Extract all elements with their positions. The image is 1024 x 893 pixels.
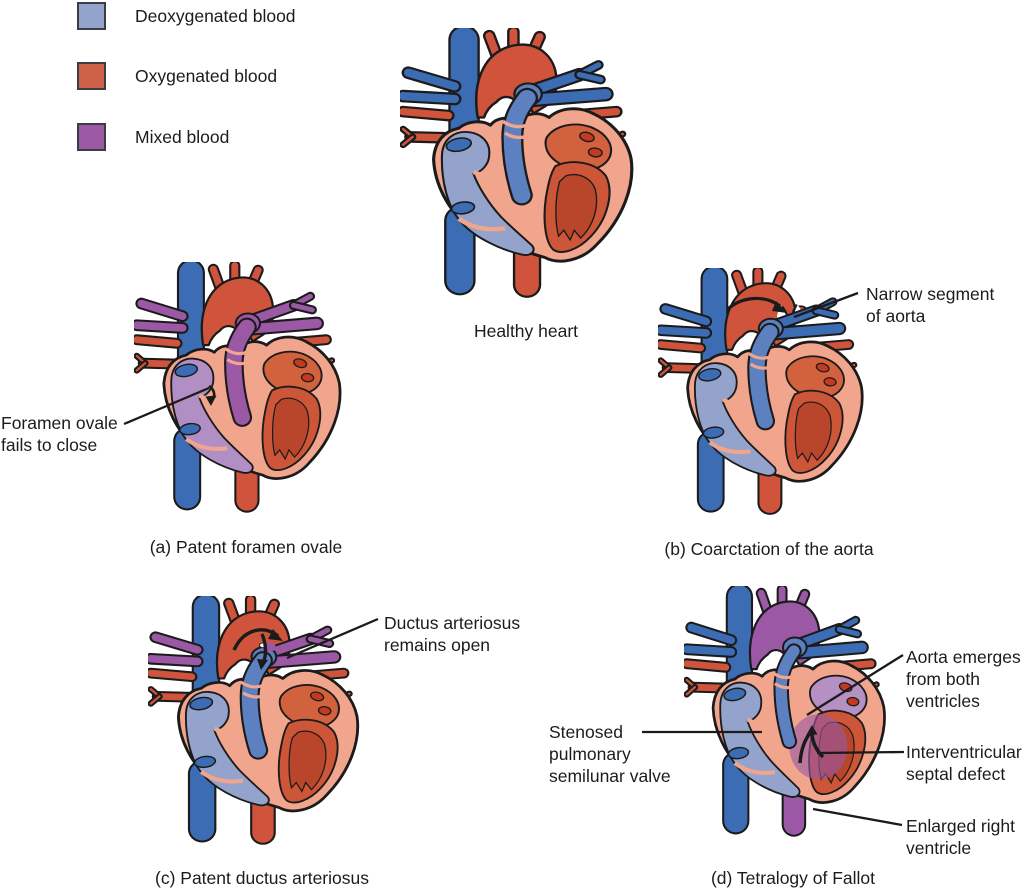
right-chambers xyxy=(184,691,270,807)
patent-foramen-ovale-figure: (a) Patent foramen ovale xyxy=(134,262,358,558)
oxygenated-blood-swatch xyxy=(77,62,106,90)
pulmonary-branches-left xyxy=(134,297,189,334)
legend-item-deoxygenated: Deoxygenated blood xyxy=(77,2,296,30)
narrow-segment-annotation: Narrow segment of aorta xyxy=(866,284,995,327)
heart-illustration xyxy=(134,262,342,513)
pulmonary-trunk xyxy=(224,291,324,427)
figure-caption: (c) Patent ductus arteriosus xyxy=(155,868,369,888)
pulmonary-branches-left xyxy=(148,631,204,668)
left-atrium xyxy=(544,123,613,172)
figure-caption: (a) Patent foramen ovale xyxy=(149,537,343,557)
left-ventricle xyxy=(277,718,339,804)
heart-illustration xyxy=(684,586,886,837)
stenosed-valve-annotation: Stenosed pulmonary semilunar valve xyxy=(549,722,671,787)
pulmonary-trunk xyxy=(501,60,614,206)
heart-illustration xyxy=(400,28,634,298)
right-chambers xyxy=(440,131,535,256)
mixed-blood-swatch xyxy=(77,123,106,151)
pulmonary-branches-left xyxy=(400,66,462,106)
coarctation-illustration xyxy=(658,268,880,526)
vena-cava-opening xyxy=(723,687,747,702)
pulmonary-vein-opening xyxy=(293,358,308,369)
legend-label: Deoxygenated blood xyxy=(135,5,296,26)
tetralogy-of-fallot-figure: (d) Tetralogy of Fallot xyxy=(684,586,902,889)
legend-label: Mixed blood xyxy=(135,126,230,147)
pulmonary-vein-opening xyxy=(587,147,603,158)
figure-caption: (d) Tetralogy of Fallot xyxy=(710,868,876,888)
deoxygenated-blood-swatch xyxy=(77,2,106,30)
left-atrium xyxy=(278,684,340,729)
pulmonary-vein-opening xyxy=(317,706,332,716)
legend-item-mixed: Mixed blood xyxy=(77,123,229,151)
healthy-heart-figure: Healthy heart xyxy=(400,28,652,342)
septal-defect-annotation: Interventricular septal defect xyxy=(906,742,1022,785)
foramen-ovale-annotation: Foramen ovale fails to close xyxy=(1,413,118,456)
aortic-arch xyxy=(200,262,275,347)
legend-item-oxygenated: Oxygenated blood xyxy=(77,62,277,90)
pulmonary-branches-left xyxy=(658,303,713,339)
pulmonary-branches-left xyxy=(684,621,738,658)
vena-cava-opening xyxy=(702,426,725,439)
vena-cava-opening xyxy=(450,201,476,215)
pulmonary-trunk xyxy=(772,615,869,750)
mixed-blood-region xyxy=(789,714,848,780)
coarctation-figure: (b) Coarctation of the aorta xyxy=(658,268,880,560)
pulmonary-vein-opening xyxy=(823,377,837,387)
left-ventricle xyxy=(543,161,611,253)
heart-illustration xyxy=(148,596,360,845)
tetralogy-of-fallot-illustration xyxy=(684,586,902,848)
patent-ductus-arteriosus-illustration xyxy=(148,596,376,856)
vena-cava-opening xyxy=(727,746,750,760)
left-atrium xyxy=(785,355,845,400)
vena-cava-opening xyxy=(193,755,217,769)
left-ventricle xyxy=(261,385,322,471)
vena-cava-opening xyxy=(174,363,199,378)
patent-ductus-arteriosus-figure: (c) Patent ductus arteriosus xyxy=(148,596,376,889)
legend-label: Oxygenated blood xyxy=(135,65,278,86)
right-chambers xyxy=(719,681,801,798)
pulmonary-vein-opening xyxy=(309,691,325,702)
vena-cava-opening xyxy=(189,696,214,711)
figure-caption: Healthy heart xyxy=(473,321,579,341)
pulmonary-vein-opening xyxy=(579,131,595,143)
patent-foramen-ovale-illustration xyxy=(134,262,358,524)
pulmonary-vein-opening xyxy=(300,372,315,383)
vena-cava-opening xyxy=(445,137,473,153)
left-ventricle xyxy=(784,389,844,474)
enlarged-ventricle-annotation: Enlarged right ventricle xyxy=(906,816,1015,859)
aorta-emerges-annotation: Aorta emerges from both ventricles xyxy=(906,647,1021,712)
healthy-heart-illustration xyxy=(400,28,652,310)
right-chambers xyxy=(694,362,777,477)
ductus-arteriosus-annotation: Ductus arteriosus remains open xyxy=(384,613,521,656)
left-atrium xyxy=(262,350,323,396)
vena-cava-opening xyxy=(698,367,722,382)
heart-illustration xyxy=(658,268,864,515)
figure-caption: (b) Coarctation of the aorta xyxy=(664,539,874,559)
pulmonary-vein-opening xyxy=(815,362,830,373)
